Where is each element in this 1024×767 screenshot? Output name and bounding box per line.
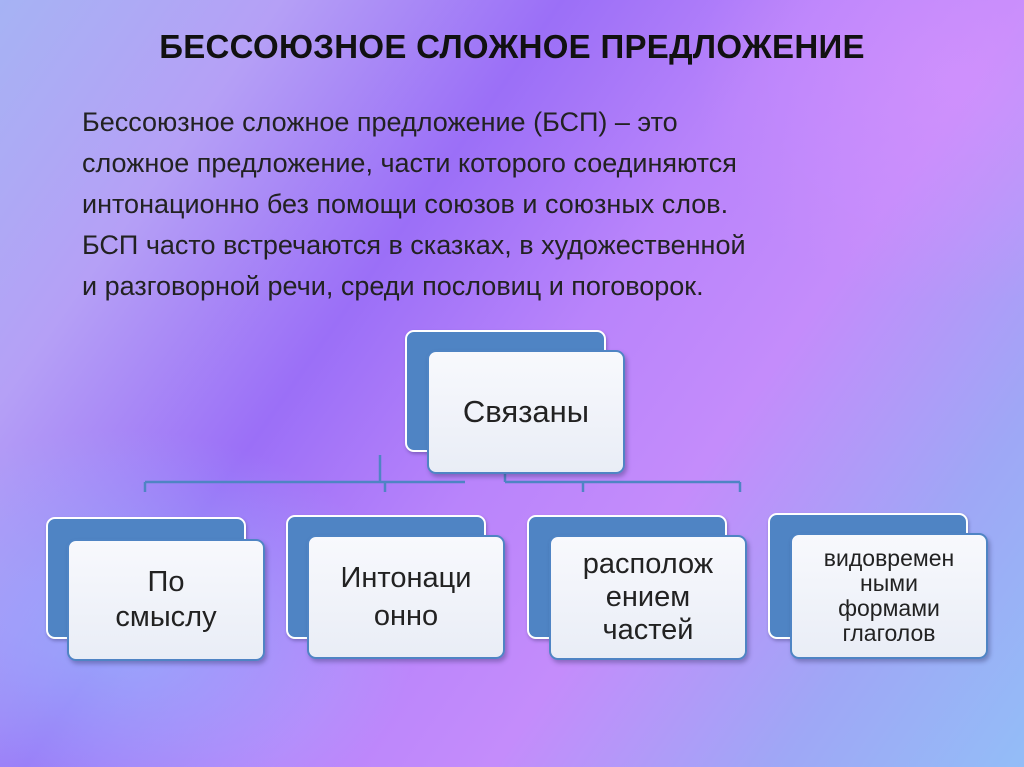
child-node-label: располож ением частей bbox=[582, 548, 714, 646]
slide-title: БЕССОЮЗНОЕ СЛОЖНОЕ ПРЕДЛОЖЕНИЕ bbox=[159, 28, 865, 65]
child-node-front: видовремен ными формами глаголов bbox=[790, 533, 988, 659]
child-node-label: По смыслу bbox=[115, 566, 217, 633]
definition-line: интонационно без помощи союзов и союзных… bbox=[82, 189, 729, 219]
root-node-front: Связаны bbox=[427, 350, 625, 474]
definition-line: Бессоюзное сложное предложение (БСП) – э… bbox=[82, 107, 678, 137]
child-node-label: Интонаци онно bbox=[340, 562, 472, 632]
definition-line: БСП часто встречаются в сказках, в худож… bbox=[82, 230, 746, 260]
root-node-label: Связаны bbox=[462, 394, 590, 429]
definition-line: и разговорной речи, среди пословиц и пог… bbox=[82, 271, 704, 301]
child-node-front: располож ением частей bbox=[549, 535, 747, 660]
child-node-front: Интонаци онно bbox=[307, 535, 505, 659]
child-node-front: По смыслу bbox=[67, 539, 265, 661]
definition-paragraph: Бессоюзное сложное предложение (БСП) – э… bbox=[82, 102, 962, 307]
definition-line: сложное предложение, части которого соед… bbox=[82, 148, 737, 178]
child-node-label: видовремен ными формами глаголов bbox=[823, 545, 955, 646]
